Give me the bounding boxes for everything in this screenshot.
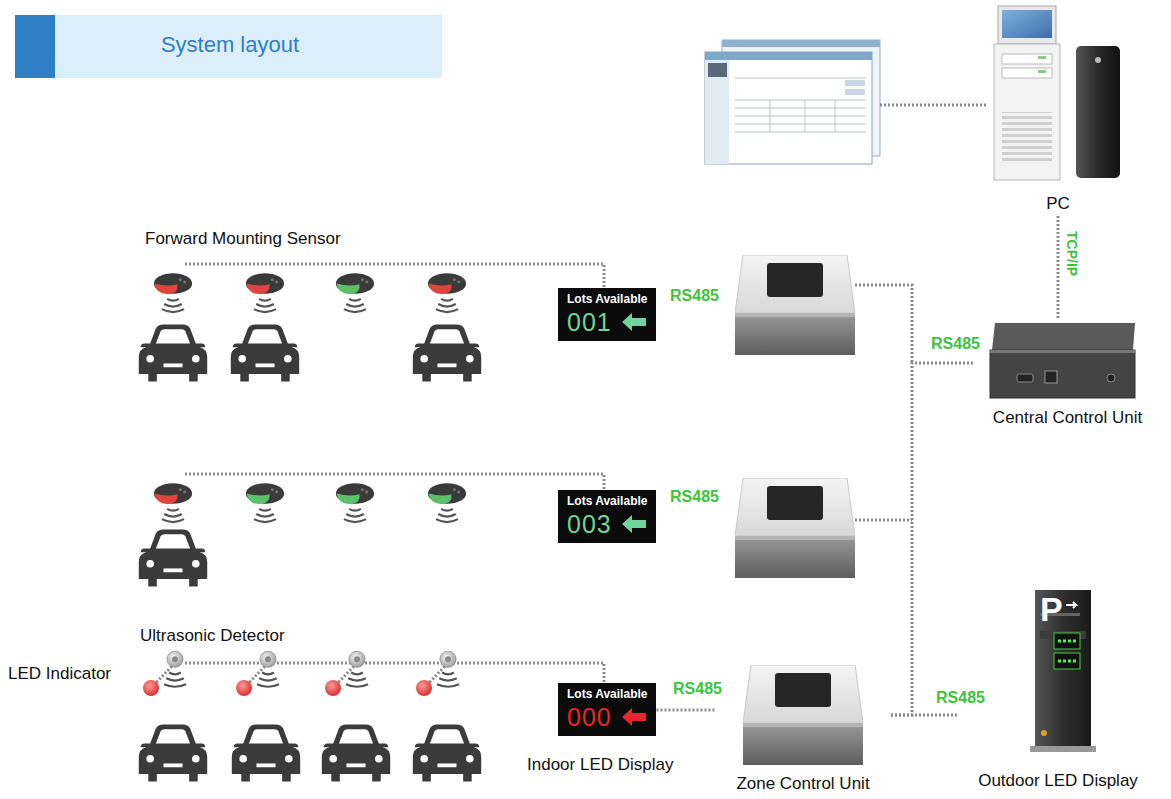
unit-label: Zone Control Unit — [715, 774, 891, 794]
lot-count: 001 — [567, 307, 612, 337]
ultrasonic-detectors — [143, 651, 459, 696]
zone-unit-illustration — [715, 660, 891, 770]
signal-name: TCP/IP — [1064, 230, 1080, 277]
pc-illustration — [988, 2, 1128, 192]
unit-label: Central Control Unit — [975, 408, 1160, 428]
cars — [139, 325, 481, 782]
display-row: 001 — [567, 307, 647, 337]
signal-name: RS485 — [670, 287, 719, 305]
zone-node: Zone Control Unit — [715, 660, 891, 794]
connector — [891, 363, 975, 715]
part-name: P — [1040, 590, 1063, 629]
signal-name: RS485 — [935, 690, 986, 706]
central-unit-illustration — [975, 318, 1160, 406]
signal-name: RS485 — [672, 681, 723, 697]
part-name: Ultrasonic Detector — [140, 626, 285, 646]
unit-label: Outdoor LED Display — [958, 771, 1158, 791]
signal-name: RS485 — [930, 336, 981, 352]
connector — [891, 714, 958, 717]
display-caption: Lots Available — [567, 494, 647, 509]
display-caption: Lots Available — [567, 292, 647, 307]
zone-control-units — [735, 255, 855, 578]
display-caption: Lots Available — [567, 687, 647, 702]
indoor-led-display: Lots Available001 — [558, 288, 656, 341]
display-row: 003 — [567, 509, 647, 539]
arrow-symbol — [621, 707, 647, 727]
lot-count: 003 — [567, 509, 612, 539]
software-screens — [705, 40, 880, 164]
part-name: Forward Mounting Sensor — [145, 229, 341, 249]
title-band — [15, 15, 442, 78]
pc-node: PC — [988, 2, 1128, 214]
title-text: System layout — [60, 32, 400, 58]
signal-name: RS485 — [670, 488, 719, 506]
connector — [656, 709, 715, 712]
indoor-led-display: Lots Available000 — [558, 683, 656, 736]
wires — [151, 105, 986, 688]
part-name: Indoor LED Display — [527, 755, 673, 775]
arrow-symbol — [621, 514, 647, 534]
unit-label: PC — [988, 194, 1128, 214]
forward-sensors — [154, 273, 466, 522]
part-name: LED Indicator — [8, 664, 111, 684]
display-row: 000 — [567, 702, 647, 732]
connector — [1057, 214, 1060, 318]
arrow-symbol — [621, 312, 647, 332]
central-node: Central Control Unit — [975, 318, 1160, 428]
lot-count: 000 — [567, 702, 612, 732]
indoor-led-display: Lots Available003 — [558, 490, 656, 543]
